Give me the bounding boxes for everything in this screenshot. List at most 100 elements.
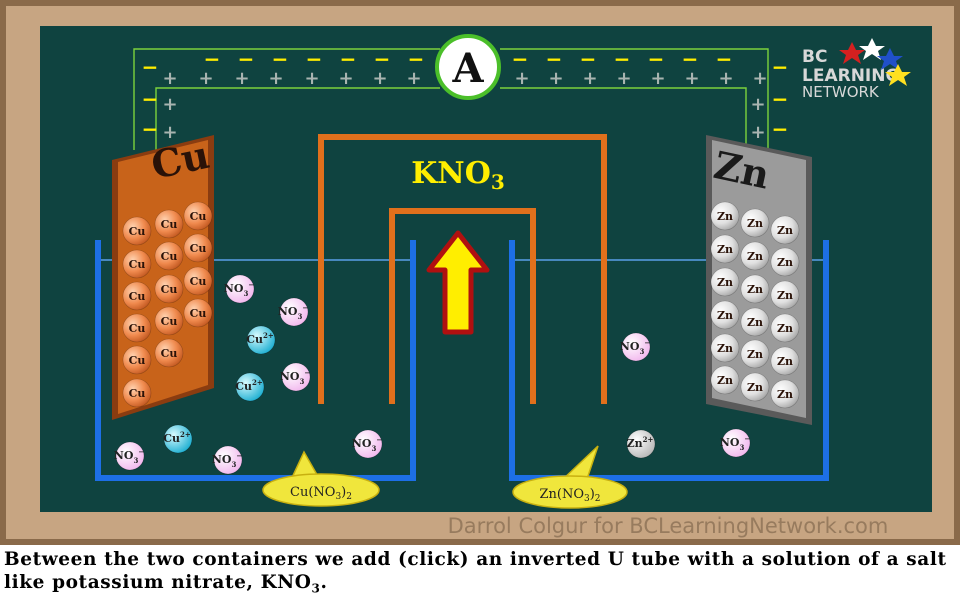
- atom: [770, 247, 800, 277]
- atom-label: Cu: [161, 250, 178, 263]
- atom: [122, 281, 152, 311]
- minus-sign: −: [238, 47, 255, 71]
- copper-ion: Cu2+: [235, 372, 265, 402]
- ammeter[interactable]: A: [435, 34, 501, 100]
- svg-text:Cu2+: Cu2+: [235, 378, 263, 393]
- plus-sign: +: [718, 68, 733, 89]
- atom: [154, 338, 184, 368]
- atom-label: Cu: [161, 283, 178, 296]
- atom-label: Zn: [747, 283, 763, 296]
- atom: [740, 274, 770, 304]
- nitrate-ion: NO3−: [720, 428, 750, 458]
- minus-sign: −: [340, 47, 357, 71]
- copper-ion: Cu2+: [163, 424, 193, 454]
- plus-sign: +: [162, 94, 177, 115]
- yellow-star-icon: [885, 64, 911, 86]
- atom-label: Cu: [161, 347, 178, 360]
- blue-star-icon: [877, 48, 903, 70]
- svg-text:Cu2+: Cu2+: [246, 331, 274, 346]
- atom-label: Cu: [129, 290, 146, 303]
- atom: [740, 339, 770, 369]
- atom-label: Zn: [747, 316, 763, 329]
- minus-sign: −: [142, 87, 159, 111]
- atom-label: Zn: [777, 388, 793, 401]
- atom-label: Zn: [777, 256, 793, 269]
- salt-bridge-tube[interactable]: [318, 134, 607, 404]
- atom: [710, 300, 740, 330]
- plus-sign: +: [406, 68, 421, 89]
- atom: [710, 267, 740, 297]
- svg-text:NO3−: NO3−: [352, 435, 383, 453]
- atom-label: Zn: [777, 355, 793, 368]
- minus-sign: −: [272, 47, 289, 71]
- svg-text:NO3−: NO3−: [114, 447, 145, 465]
- svg-text:NO3−: NO3−: [280, 368, 311, 386]
- svg-text:NO3−: NO3−: [620, 338, 651, 356]
- svg-text:Zn(NO3)2: Zn(NO3)2: [539, 487, 600, 504]
- minus-sign: −: [204, 47, 221, 71]
- minus-sign: −: [772, 117, 789, 141]
- white-star-icon: [859, 38, 885, 60]
- minus-sign: −: [716, 47, 733, 71]
- plus-sign: +: [162, 122, 177, 143]
- zinc-ion: Zn2+: [627, 429, 656, 459]
- minus-sign: −: [142, 55, 159, 79]
- atom: [154, 209, 184, 239]
- nitrate-ion: NO3−: [114, 441, 145, 471]
- atom: [183, 201, 213, 231]
- atom-label: Cu: [190, 210, 207, 223]
- plus-sign: +: [750, 94, 765, 115]
- atom: [740, 241, 770, 271]
- atom: [740, 307, 770, 337]
- bc-learning-network-logo: BC LEARNING NETWORK: [802, 38, 911, 101]
- atom: [710, 333, 740, 363]
- atom-label: Zn: [777, 224, 793, 237]
- svg-text:NO3−: NO3−: [278, 303, 309, 321]
- atom: [770, 379, 800, 409]
- atom-label: Cu: [161, 315, 178, 328]
- atom-label: Zn: [717, 309, 733, 322]
- minus-sign: −: [306, 47, 323, 71]
- plus-sign: +: [752, 68, 767, 89]
- plus-sign: +: [684, 68, 699, 89]
- atom: [740, 208, 770, 238]
- svg-text:NO3−: NO3−: [224, 280, 255, 298]
- atom: [770, 280, 800, 310]
- plus-sign: +: [616, 68, 631, 89]
- atom-label: Zn: [717, 243, 733, 256]
- atom-label: Cu: [190, 242, 207, 255]
- nitrate-ion: NO3−: [212, 445, 242, 475]
- plus-sign: +: [514, 68, 529, 89]
- salt-bridge-label: KNO3: [411, 156, 505, 194]
- atom-label: Zn: [717, 374, 733, 387]
- nitrate-ion: NO3−: [352, 429, 383, 459]
- atom: [183, 266, 213, 296]
- atom: [154, 306, 184, 336]
- atom: [770, 346, 800, 376]
- wire-circuit: [133, 48, 769, 150]
- ions: NO3− NO3− NO3− NO3− NO3− NO3− NO3− NO3− Cu2+ Cu2+…: [114, 274, 750, 475]
- atom: [770, 313, 800, 343]
- minus-sign: −: [408, 47, 425, 71]
- atom: [122, 378, 152, 408]
- caption: Between the two containers we add (click…: [4, 549, 947, 596]
- svg-text:Cu2+: Cu2+: [163, 430, 191, 445]
- atom-label: Cu: [129, 258, 146, 271]
- left-solution-callout: Cu(NO3)2: [262, 450, 380, 507]
- plus-sign: +: [372, 68, 387, 89]
- plus-sign: +: [750, 122, 765, 143]
- atom: [122, 313, 152, 343]
- minus-sign: −: [682, 47, 699, 71]
- charge-signs: −−−−−−−−−−−−−−−−−−−− +++++++++++++++++++…: [142, 47, 789, 143]
- atom-label: Zn: [777, 322, 793, 335]
- up-arrow-icon: [426, 230, 490, 335]
- copper-ion: Cu2+: [246, 325, 276, 355]
- plus-sign: +: [304, 68, 319, 89]
- plus-sign: +: [338, 68, 353, 89]
- minus-sign: −: [512, 47, 529, 71]
- minus-sign: −: [772, 87, 789, 111]
- nitrate-ion: NO3−: [620, 332, 651, 362]
- atom: [710, 365, 740, 395]
- minus-sign: −: [374, 47, 391, 71]
- nitrate-ion: NO3−: [280, 362, 311, 392]
